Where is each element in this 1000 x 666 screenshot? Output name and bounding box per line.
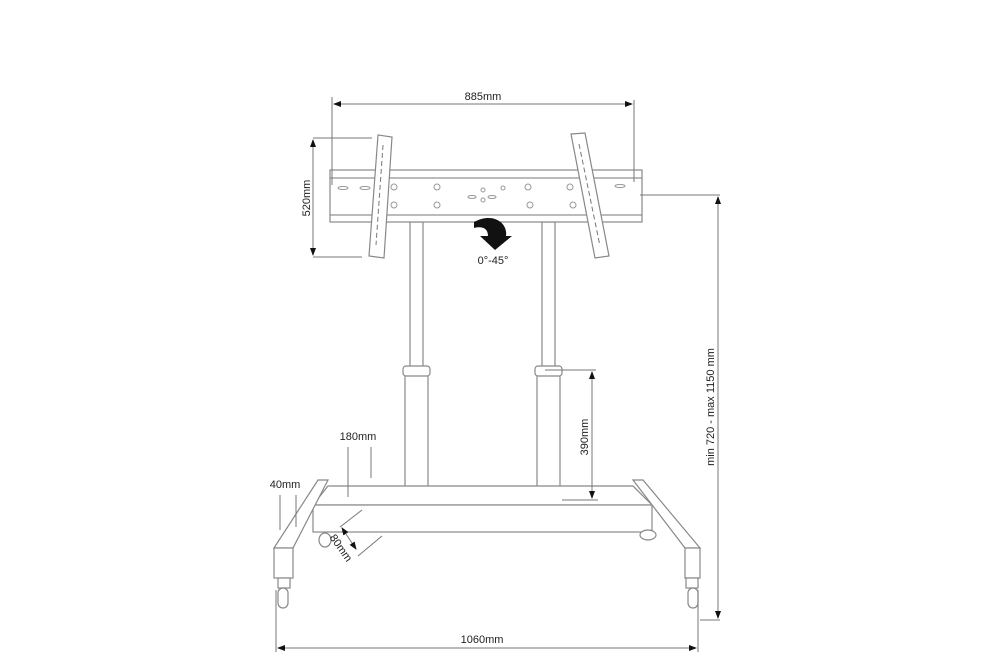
base-width-label: 1060mm: [461, 634, 504, 646]
left-bracket: [368, 134, 393, 259]
leg-width-label: 40mm: [270, 479, 301, 491]
beam-height-label: 80mm: [327, 532, 354, 564]
mount-width-label: 885mm: [465, 91, 502, 103]
right-bracket: [570, 132, 610, 259]
pole-extension-label: 390mm: [579, 419, 591, 456]
base: [272, 479, 702, 609]
tilt-arrow-icon: [474, 217, 512, 250]
tilt-label: 0°-45°: [478, 255, 509, 267]
base-depth-label: 180mm: [340, 431, 377, 443]
total-height-label: min 720 - max 1150 mm: [705, 348, 717, 466]
dimension-lines: [275, 97, 721, 652]
mount-height-label: 520mm: [301, 180, 313, 217]
